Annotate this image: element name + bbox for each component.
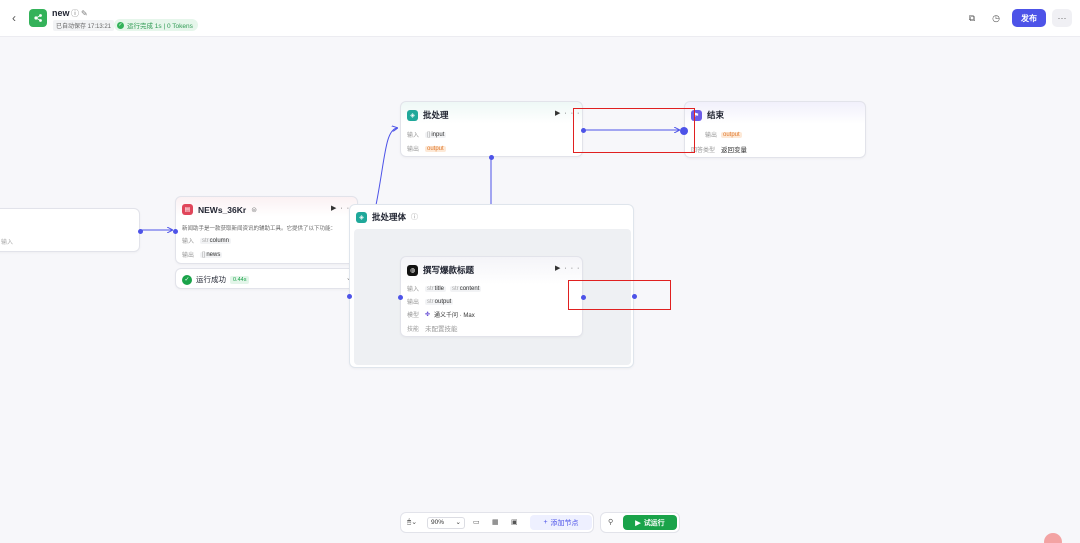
workflow-logo-icon bbox=[29, 9, 47, 27]
end-output-chip: output bbox=[721, 131, 742, 138]
batch-body-port[interactable] bbox=[489, 155, 494, 160]
qwen-icon: ✤ bbox=[425, 312, 431, 318]
add-node-button[interactable]: +添加节点 bbox=[530, 515, 592, 530]
chevron-left-icon[interactable]: ‹ bbox=[12, 11, 16, 25]
llm-input-port[interactable] bbox=[398, 295, 403, 300]
autosave-text: 已自动保存 17:13:21 bbox=[53, 20, 115, 31]
copy-icon[interactable]: ⧉ bbox=[968, 13, 976, 23]
news-plugin-node[interactable]: ▤ NEWs_36Kr ⊜ ▶··· 新闻助手是一款获取新闻资讯的辅助工具。它提… bbox=[173, 196, 360, 264]
llm-model-icon: ◍ bbox=[407, 264, 418, 276]
end-flag-icon: ⚑ bbox=[691, 109, 702, 121]
news-output-label: 输出 bbox=[182, 253, 195, 259]
end-return-value: 返回变量 bbox=[721, 147, 747, 154]
llm-input-chip-content: strcontent bbox=[450, 285, 482, 292]
edge-news-batch bbox=[375, 128, 397, 206]
batch-node-title: 批处理 bbox=[423, 110, 449, 120]
news-node-description: 新闻助手是一款获取新闻资讯的辅助工具。它提供了以下功能： bbox=[182, 226, 337, 232]
mouse-mode-icon[interactable]: 🖱⌄ bbox=[407, 519, 418, 526]
llm-output-port[interactable] bbox=[581, 295, 586, 300]
llm-model-value: 通义千问 · Max bbox=[434, 313, 475, 319]
batch-body-icon: ◈ bbox=[356, 211, 367, 223]
publish-button[interactable]: 发布 bbox=[1012, 9, 1046, 27]
run-status-badge: ✓ 运行完成 1s | 0 Tokens bbox=[114, 19, 198, 31]
news-output-chip: []news bbox=[200, 251, 223, 258]
top-bar: ‹ new ⓘ✎ 已自动保存 17:13:21 ✓ 运行完成 1s | 0 To… bbox=[0, 0, 1080, 37]
batch-input-chip: []input bbox=[425, 131, 447, 138]
news-node-title: NEWs_36Kr bbox=[198, 204, 247, 215]
plus-icon: + bbox=[543, 519, 548, 526]
batch-icon: ◈ bbox=[407, 109, 418, 121]
news-status-text: 运行成功 bbox=[196, 275, 226, 284]
end-output-label: 输出 bbox=[704, 133, 717, 139]
llm-skill-value: 未配置技能 bbox=[425, 326, 458, 333]
batch-node-actions[interactable]: ▶··· bbox=[555, 110, 584, 117]
batch-output-chip: output bbox=[425, 145, 446, 152]
history-icon[interactable]: ◷ bbox=[992, 13, 1000, 23]
news-plugin-icon: ▤ bbox=[182, 204, 193, 215]
llm-input-label: 输入 bbox=[407, 287, 420, 293]
trial-run-button[interactable]: ▶试运行 bbox=[623, 515, 677, 530]
news-input-chip: strcolumn bbox=[200, 237, 232, 244]
llm-output-label: 输出 bbox=[407, 300, 420, 306]
batch-node[interactable]: ◈ 批处理 ▶··· 输入 []input 输出 output bbox=[400, 101, 586, 160]
title-actions[interactable]: ⓘ✎ bbox=[71, 8, 90, 19]
start-output-port[interactable] bbox=[138, 229, 143, 234]
highlight-box-llm-output bbox=[568, 280, 671, 310]
assistant-avatar[interactable] bbox=[1044, 533, 1062, 543]
chevron-down-icon[interactable]: ⌄ bbox=[346, 274, 352, 282]
plugin-tag-icon: ⊜ bbox=[251, 206, 258, 214]
minimap-icon[interactable]: ▣ bbox=[511, 519, 518, 526]
info-icon[interactable]: ⓘ bbox=[411, 214, 419, 221]
debug-icon[interactable]: ⚲ bbox=[608, 519, 614, 526]
comment-icon[interactable]: ▭ bbox=[473, 519, 480, 526]
start-node[interactable]: 输入 bbox=[0, 208, 143, 252]
end-node[interactable]: ⚑ 结束 输出 output 回答类型 返回变量 bbox=[680, 101, 866, 158]
start-input-label: 输入 bbox=[1, 240, 14, 246]
zoom-value: 90% bbox=[431, 519, 445, 526]
more-options-button[interactable]: ··· bbox=[1052, 9, 1072, 27]
llm-skill-label: 技能 bbox=[407, 326, 420, 333]
success-check-icon: ✓ bbox=[182, 274, 192, 285]
play-icon: ▶ bbox=[635, 519, 641, 527]
run-status-text: 运行完成 1s | 0 Tokens bbox=[127, 23, 193, 30]
batch-output-port[interactable] bbox=[581, 128, 586, 133]
news-input-label: 输入 bbox=[182, 239, 195, 245]
news-status-time: 0.44s bbox=[230, 275, 250, 284]
end-node-title: 结束 bbox=[707, 110, 725, 120]
news-input-port[interactable] bbox=[173, 229, 178, 234]
layout-icon[interactable]: ▦ bbox=[492, 519, 499, 526]
llm-output-chip: stroutput bbox=[425, 298, 454, 305]
news-run-result[interactable]: ✓ 运行成功 0.44s ⌄ bbox=[175, 268, 355, 289]
chevron-down-icon: ⌄ bbox=[455, 519, 461, 526]
llm-node-actions[interactable]: ▶··· bbox=[555, 265, 584, 272]
batch-input-label: 输入 bbox=[407, 133, 420, 139]
highlight-box-batch-end bbox=[573, 108, 695, 153]
llm-node-title: 撰写爆款标题 bbox=[423, 265, 475, 275]
news-node-actions[interactable]: ▶··· bbox=[331, 205, 360, 212]
zoom-select[interactable]: 90% ⌄ bbox=[427, 517, 465, 529]
app-name: new bbox=[52, 8, 70, 18]
batch-body-output-port[interactable] bbox=[632, 294, 637, 299]
llm-model-label: 模型 bbox=[407, 313, 420, 319]
batch-body-title: 批处理体 bbox=[372, 212, 407, 222]
end-input-port[interactable] bbox=[680, 127, 688, 135]
info-icon[interactable]: ⓘ bbox=[71, 9, 81, 18]
llm-node[interactable]: ◍ 撰写爆款标题 ▶··· 输入 strtitle strcontent 输出 … bbox=[398, 256, 586, 337]
llm-input-chip-title: strtitle bbox=[425, 285, 447, 292]
check-icon: ✓ bbox=[117, 21, 124, 29]
end-return-label: 回答类型 bbox=[691, 147, 716, 154]
batch-body-input-port[interactable] bbox=[347, 294, 352, 299]
batch-output-label: 输出 bbox=[407, 147, 420, 153]
edit-icon[interactable]: ✎ bbox=[81, 9, 90, 18]
